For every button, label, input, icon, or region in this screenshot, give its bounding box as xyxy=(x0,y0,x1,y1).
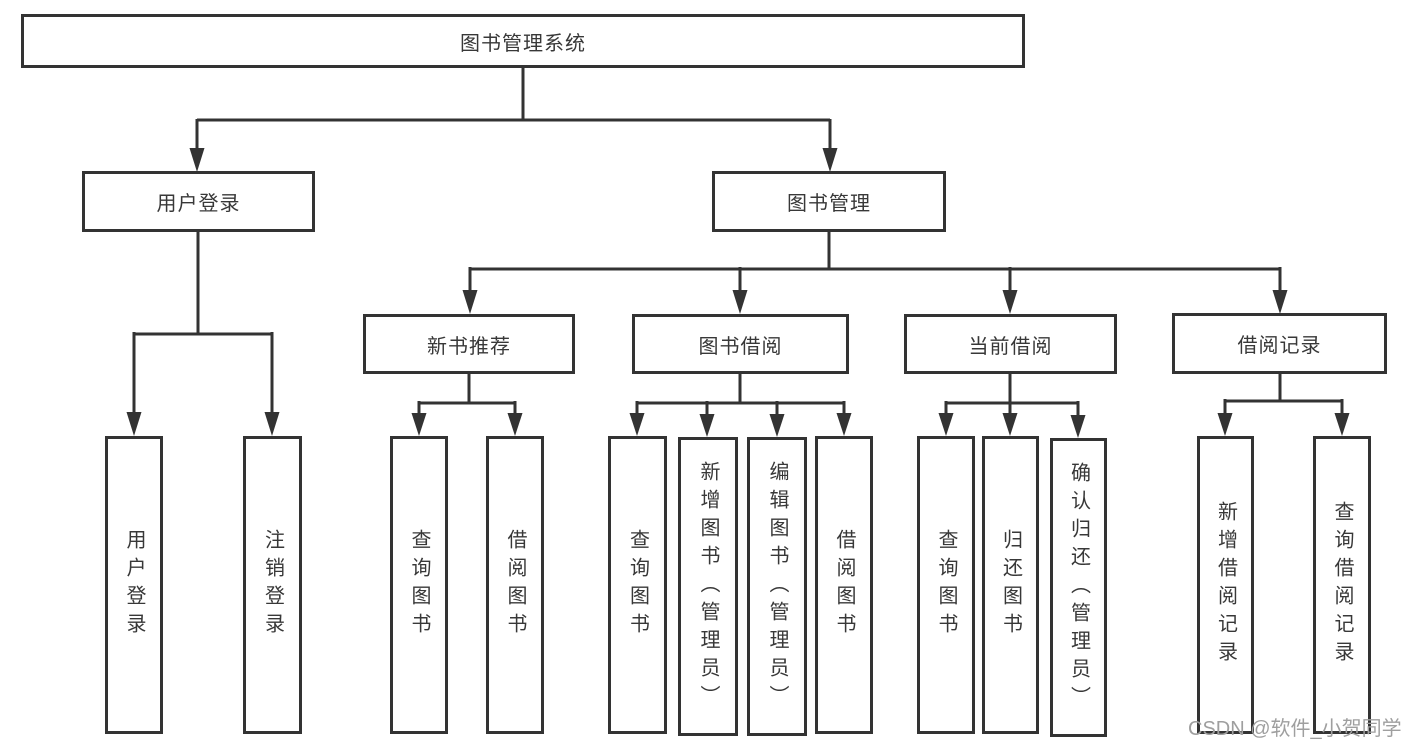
leaf-label: 查询图书 xyxy=(935,529,957,641)
leaf-logout: 注销登录 xyxy=(243,436,302,734)
node-label: 当前借阅 xyxy=(968,335,1053,358)
leaf-label: 注销登录 xyxy=(261,529,284,641)
leaf-records-query-record: 查询借阅记录 xyxy=(1313,436,1371,734)
node-new-book-recommend: 新书推荐 xyxy=(363,314,575,374)
node-label: 用户登录 xyxy=(156,193,241,215)
leaf-records-add-record: 新增借阅记录 xyxy=(1197,436,1254,734)
leaf-label: 归还图书 xyxy=(999,529,1022,641)
leaf-label: 确认归还（管理员） xyxy=(1067,461,1090,714)
csdn-watermark: CSDN @软件_小贺同学 xyxy=(1188,718,1402,740)
leaf-current-return-books: 归还图书 xyxy=(982,436,1039,734)
node-user-login: 用户登录 xyxy=(82,171,315,232)
leaf-recommend-query-books: 查询图书 xyxy=(390,436,448,734)
node-current-borrowing: 当前借阅 xyxy=(904,314,1117,374)
leaf-label: 编辑图书（管理员） xyxy=(766,460,788,713)
leaf-label: 查询图书 xyxy=(626,529,649,641)
leaf-label: 用户登录 xyxy=(123,529,145,641)
node-label: 借阅记录 xyxy=(1237,335,1322,357)
node-book-borrowing: 图书借阅 xyxy=(632,314,849,374)
node-library-management-system: 图书管理系统 xyxy=(21,14,1025,68)
leaf-current-query-books: 查询图书 xyxy=(917,436,975,734)
leaf-borrowing-add-books-admin: 新增图书（管理员） xyxy=(678,437,738,736)
node-label: 图书借阅 xyxy=(698,335,783,358)
node-label: 图书管理系统 xyxy=(460,32,586,55)
leaf-label: 新增借阅记录 xyxy=(1214,501,1237,669)
node-label: 新书推荐 xyxy=(427,335,511,358)
leaf-label: 借阅图书 xyxy=(504,529,526,641)
leaf-borrowing-query-books: 查询图书 xyxy=(608,436,667,734)
node-label: 图书管理 xyxy=(787,193,871,215)
leaf-user-login: 用户登录 xyxy=(105,436,163,734)
node-book-management: 图书管理 xyxy=(712,171,946,232)
leaf-borrowing-edit-books-admin: 编辑图书（管理员） xyxy=(747,437,807,736)
leaf-borrowing-borrow-books: 借阅图书 xyxy=(815,436,873,734)
leaf-label: 查询借阅记录 xyxy=(1331,501,1353,669)
leaf-label: 新增图书（管理员） xyxy=(697,460,719,713)
leaf-current-confirm-return-admin: 确认归还（管理员） xyxy=(1050,438,1107,737)
leaf-label: 查询图书 xyxy=(408,529,430,641)
arrowheads xyxy=(126,148,1350,438)
node-borrowing-records: 借阅记录 xyxy=(1172,313,1387,374)
leaf-recommend-borrow-books: 借阅图书 xyxy=(486,436,544,734)
leaf-label: 借阅图书 xyxy=(833,529,855,641)
